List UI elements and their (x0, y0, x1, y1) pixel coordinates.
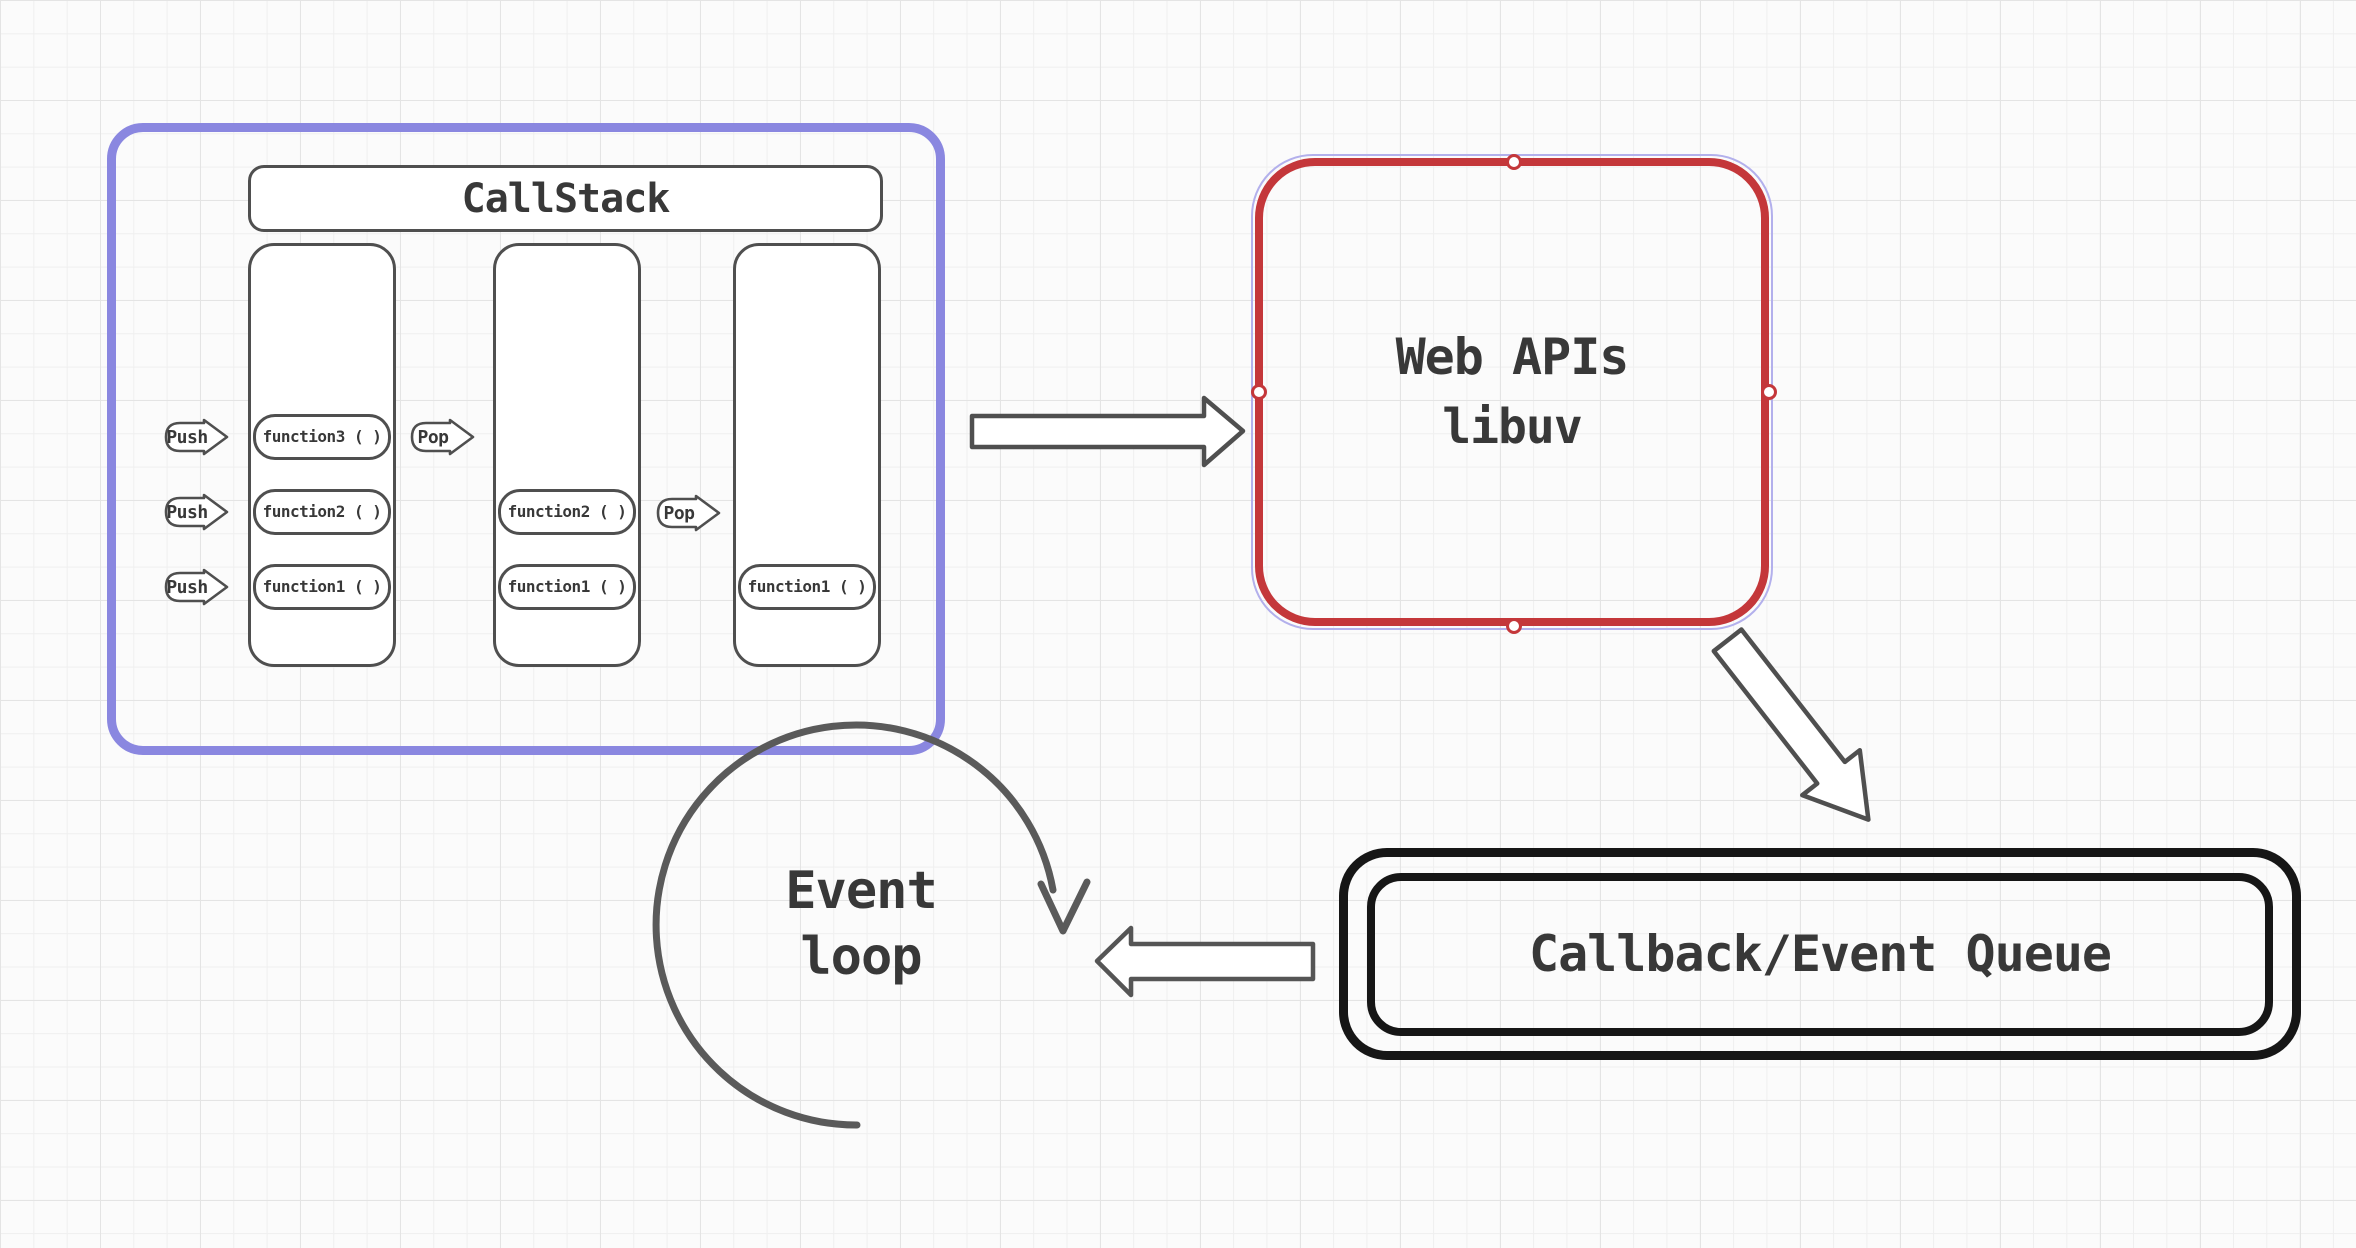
pop-arrow-icon (410, 418, 475, 456)
push-label: Push (166, 501, 208, 523)
push-arrow-badge-1[interactable]: Push (158, 418, 230, 456)
push-arrow-badge-3[interactable]: Push (158, 568, 230, 606)
flow-arrow-queue-to-eventloop (1094, 925, 1316, 998)
stack-pill-function1-col3[interactable]: function1 ( ) (738, 564, 876, 610)
selection-handle-top[interactable] (1506, 154, 1522, 170)
stack-pill-function3[interactable]: function3 ( ) (253, 414, 391, 460)
stack-pill-function1[interactable]: function1 ( ) (253, 564, 391, 610)
push-label: Push (166, 576, 208, 598)
pill-label: function2 ( ) (507, 501, 627, 521)
pop-arrow-icon (656, 494, 721, 532)
pop-arrow-badge-1[interactable]: Pop (404, 418, 476, 456)
flow-arrow-webapis-to-queue (1711, 627, 1871, 822)
webapis-label-line2: libuv (1442, 399, 1582, 456)
pop-label: Pop (417, 426, 449, 448)
pill-label: function2 ( ) (262, 501, 382, 521)
stack-pill-function1-col2[interactable]: function1 ( ) (498, 564, 636, 610)
pill-label: function3 ( ) (262, 426, 382, 446)
stack-pill-function2-col2[interactable]: function2 ( ) (498, 489, 636, 535)
webapis-box[interactable]: Web APIs libuv (1255, 158, 1769, 626)
stack-pill-function2[interactable]: function2 ( ) (253, 489, 391, 535)
push-label: Push (166, 426, 208, 448)
push-arrow-icon (164, 493, 229, 531)
pill-label: function1 ( ) (507, 576, 627, 596)
pill-label: function1 ( ) (262, 576, 382, 596)
push-arrow-icon (164, 418, 229, 456)
callback-queue-label: Callback/Event Queue (1528, 924, 2112, 983)
callstack-title: CallStack (461, 175, 671, 222)
selection-handle-left[interactable] (1251, 384, 1267, 400)
selection-handle-right[interactable] (1761, 384, 1777, 400)
push-arrow-badge-2[interactable]: Push (158, 493, 230, 531)
push-arrow-icon (164, 568, 229, 606)
event-loop-label[interactable]: Event loop (711, 860, 1011, 990)
pop-arrow-badge-2[interactable]: Pop (650, 494, 722, 532)
selection-handle-bottom[interactable] (1506, 618, 1522, 634)
pop-label: Pop (663, 502, 695, 524)
callstack-header[interactable]: CallStack (248, 165, 883, 232)
pill-label: function1 ( ) (747, 576, 867, 596)
event-loop-label-line1: Event (785, 861, 938, 922)
event-loop-arrowhead (1037, 878, 1091, 935)
callstack-frame[interactable] (107, 123, 945, 755)
callback-queue-outer-box[interactable] (1339, 848, 2301, 1060)
webapis-label-line1: Web APIs (1395, 327, 1630, 386)
callback-queue-inner-box[interactable]: Callback/Event Queue (1367, 873, 2273, 1036)
event-loop-label-line2: loop (800, 927, 922, 987)
